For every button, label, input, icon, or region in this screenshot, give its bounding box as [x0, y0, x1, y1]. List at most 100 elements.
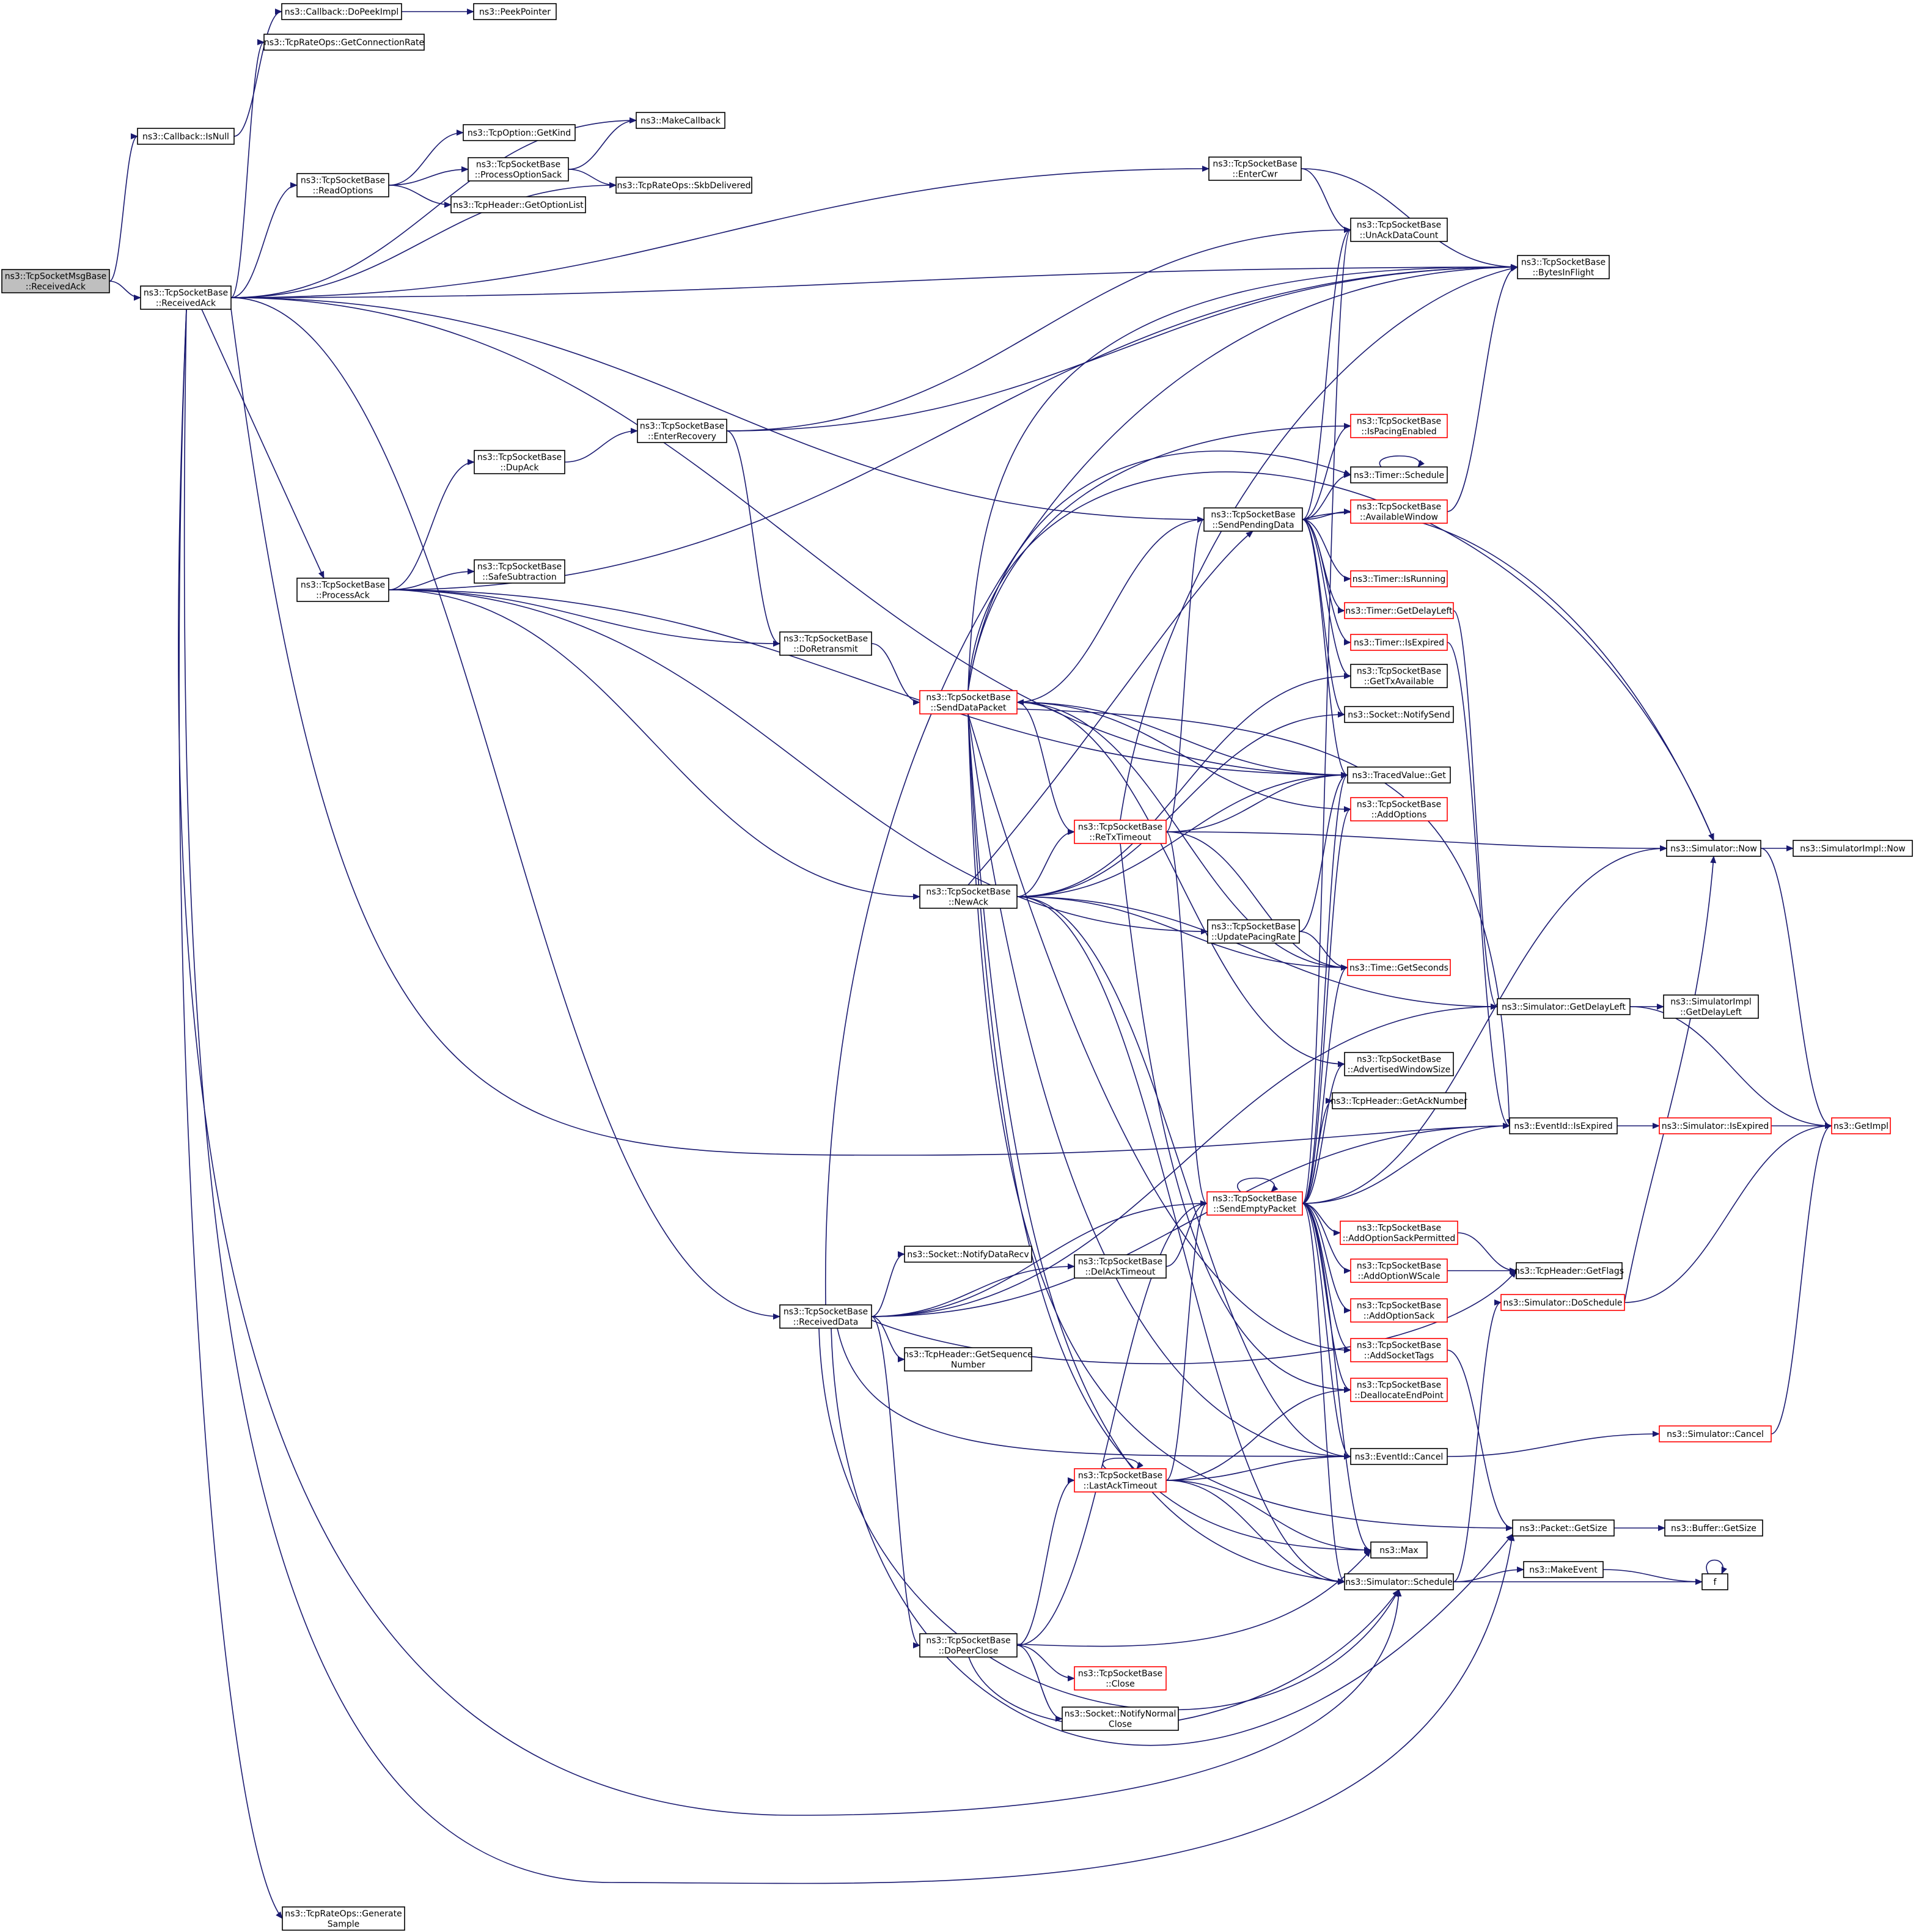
node-skb-delivered[interactable]: ns3::TcpRateOps::SkbDelivered: [615, 177, 752, 194]
call-edge-newAck-to-simGetDelayLeft: [1016, 896, 1498, 1010]
node-sim-is-expired[interactable]: ns3::Simulator::IsExpired: [1659, 1117, 1772, 1134]
node-label-line: ::GetTxAvailable: [1364, 677, 1434, 687]
node-dup-ack[interactable]: ns3::TcpSocketBase::DupAck: [474, 450, 565, 474]
node-get-conn-rate[interactable]: ns3::TcpRateOps::GetConnectionRate: [263, 34, 425, 51]
node-is-pacing-enabled[interactable]: ns3::TcpSocketBase::IsPacingEnabled: [1350, 414, 1448, 438]
edge-path: [1299, 931, 1348, 971]
edge-path: [1016, 519, 1205, 705]
node-send-empty-packet[interactable]: ns3::TcpSocketBase::SendEmptyPacket: [1206, 1191, 1303, 1216]
edge-path: [564, 428, 638, 463]
node-label-line: ns3::TcpSocketBase: [1357, 1262, 1441, 1271]
node-get-flags[interactable]: ns3::TcpHeader::GetFlags: [1514, 1262, 1624, 1279]
node-get-tx-available[interactable]: ns3::TcpSocketBase::GetTxAvailable: [1350, 664, 1448, 688]
node-sim-schedule[interactable]: ns3::Simulator::Schedule: [1344, 1573, 1454, 1590]
node-f[interactable]: f: [1701, 1573, 1728, 1590]
node-do-retransmit[interactable]: ns3::TcpSocketBase::DoRetransmit: [779, 631, 872, 656]
node-make-event[interactable]: ns3::MakeEvent: [1523, 1561, 1604, 1578]
node-make-callback[interactable]: ns3::MakeCallback: [636, 112, 725, 129]
node-add-option-sack-permitted[interactable]: ns3::TcpSocketBase::AddOptionSackPermitt…: [1340, 1221, 1458, 1245]
call-edge-readOptions-to-getOptionList: [388, 185, 452, 208]
node-get-option-list[interactable]: ns3::TcpHeader::GetOptionList: [450, 196, 586, 213]
call-edge-sendPendingData-to-getTxAvailable: [1302, 519, 1351, 679]
edge-path: [818, 1328, 1400, 1711]
node-sim-now[interactable]: ns3::Simulator::Now: [1666, 840, 1761, 857]
node-get-ack-number[interactable]: ns3::TcpHeader::GetAckNumber: [1331, 1092, 1467, 1109]
node-enter-cwr[interactable]: ns3::TcpSocketBase::EnterCwr: [1208, 156, 1302, 181]
node-process-option-sack[interactable]: ns3::TcpSocketBase::ProcessOptionSack: [468, 157, 569, 182]
node-add-option-sack[interactable]: ns3::TcpSocketBase::AddOptionSack: [1350, 1298, 1448, 1323]
node-label-line: ::ProcessAck: [316, 591, 370, 601]
node-del-ack-timeout[interactable]: ns3::TcpSocketBase::DelAckTimeout: [1074, 1254, 1167, 1279]
node-timer-is-running[interactable]: ns3::Timer::IsRunning: [1350, 570, 1448, 587]
edge-path: [1302, 227, 1351, 520]
node-close[interactable]: ns3::TcpSocketBase::Close: [1074, 1666, 1167, 1691]
node-cb-is-null[interactable]: ns3::Callback::IsNull: [137, 128, 235, 145]
node-root[interactable]: ns3::TcpSocketMsgBase::ReceivedAck: [1, 269, 110, 293]
node-label-line: ::UnAckDataCount: [1360, 231, 1439, 241]
node-box: [1344, 602, 1454, 619]
node-time-get-seconds[interactable]: ns3::Time::GetSeconds: [1347, 959, 1451, 976]
node-sim-do-schedule[interactable]: ns3::Simulator::DoSchedule: [1500, 1294, 1625, 1311]
node-send-pending-data[interactable]: ns3::TcpSocketBase::SendPendingData: [1203, 507, 1303, 532]
node-add-socket-tags[interactable]: ns3::TcpSocketBase::AddSocketTags: [1350, 1338, 1448, 1362]
node-sim-impl-now[interactable]: ns3::SimulatorImpl::Now: [1793, 840, 1913, 857]
node-event-id-is-expired[interactable]: ns3::EventId::IsExpired: [1509, 1117, 1618, 1134]
node-buffer-get-size[interactable]: ns3::Buffer::GetSize: [1664, 1519, 1763, 1537]
node-label-line: ns3::Buffer::GetSize: [1671, 1524, 1756, 1533]
node-received-data[interactable]: ns3::TcpSocketBase::ReceivedData: [779, 1304, 872, 1329]
node-available-window[interactable]: ns3::TcpSocketBase::AvailableWindow: [1350, 499, 1448, 524]
node-deallocate-end-point[interactable]: ns3::TcpSocketBase::DeallocateEndPoint: [1350, 1378, 1448, 1402]
node-peek-pointer[interactable]: ns3::PeekPointer: [473, 3, 557, 20]
node-process-ack[interactable]: ns3::TcpSocketBase::ProcessAck: [296, 578, 389, 602]
edge-path: [1302, 1203, 1351, 1313]
node-timer-schedule[interactable]: ns3::Timer::Schedule: [1350, 466, 1448, 483]
edge-path: [968, 1589, 1400, 1727]
node-add-option-w-scale[interactable]: ns3::TcpSocketBase::AddOptionWScale: [1350, 1258, 1448, 1283]
node-box: [779, 631, 872, 656]
edge-path: [871, 1270, 1517, 1365]
node-traced-value-get[interactable]: ns3::TracedValue::Get: [1347, 766, 1451, 784]
node-received-ack[interactable]: ns3::TcpSocketBase::ReceivedAck: [140, 285, 232, 310]
edge-path: [1302, 1123, 1510, 1204]
call-edge-sendEmptyPacket-to-addOptionSack: [1302, 1203, 1351, 1313]
call-edge-receivedData-to-eventIdCancel: [837, 1328, 1351, 1460]
node-get-impl[interactable]: ns3::GetImpl: [1831, 1117, 1891, 1134]
node-label-line: ns3::Timer::IsExpired: [1354, 638, 1444, 648]
node-timer-is-expired[interactable]: ns3::Timer::IsExpired: [1350, 634, 1448, 651]
node-advertised-window-size[interactable]: ns3::TcpSocketBase::AdvertisedWindowSize: [1344, 1052, 1454, 1076]
node-do-peer-close[interactable]: ns3::TcpSocketBase::DoPeerClose: [919, 1633, 1018, 1658]
node-box: [1350, 1298, 1448, 1323]
node-notify-send[interactable]: ns3::Socket::NotifySend: [1344, 706, 1454, 723]
call-edge-lastAckTimeout-to-lastAckTimeout: [1102, 1458, 1143, 1469]
node-packet-get-size[interactable]: ns3::Packet::GetSize: [1512, 1519, 1615, 1537]
node-label-line: ::DupAck: [500, 463, 539, 473]
call-edge-sendDataPacket-to-reTxTimeout: [1016, 702, 1075, 835]
node-read-options[interactable]: ns3::TcpSocketBase::ReadOptions: [296, 173, 389, 197]
call-edge-readOptions-to-optGetKind: [388, 130, 464, 186]
node-sim-get-delay-left[interactable]: ns3::Simulator::GetDelayLeft: [1497, 998, 1631, 1015]
node-safe-subtraction[interactable]: ns3::TcpSocketBase::SafeSubtraction: [474, 559, 565, 584]
node-label-line: ::ReceivedAck: [26, 282, 86, 292]
node-update-pacing-rate[interactable]: ns3::TcpSocketBase::UpdatePacingRate: [1207, 919, 1300, 944]
node-timer-get-delay-left[interactable]: ns3::Timer::GetDelayLeft: [1344, 602, 1454, 619]
node-notify-data-recv[interactable]: ns3::Socket::NotifyDataRecv: [904, 1246, 1032, 1263]
call-edge-simCancel-to-getImpl: [1771, 1123, 1832, 1434]
node-last-ack-timeout[interactable]: ns3::TcpSocketBase::LastAckTimeout: [1074, 1468, 1167, 1493]
node-add-options[interactable]: ns3::TcpSocketBase::AddOptions: [1350, 797, 1448, 821]
node-sim-cancel[interactable]: ns3::Simulator::Cancel: [1659, 1425, 1772, 1442]
node-send-data-packet[interactable]: ns3::TcpSocketBase::SendDataPacket: [919, 690, 1018, 714]
node-sim-impl-get-delay-left[interactable]: ns3::SimulatorImpl::GetDelayLeft: [1663, 994, 1759, 1019]
node-cb-do-peek-impl[interactable]: ns3::Callback::DoPeekImpl: [281, 3, 402, 20]
node-new-ack[interactable]: ns3::TcpSocketBase::NewAck: [919, 884, 1018, 909]
node-event-id-cancel[interactable]: ns3::EventId::Cancel: [1350, 1448, 1448, 1465]
node-un-ack-data-count[interactable]: ns3::TcpSocketBase::UnAckDataCount: [1350, 218, 1448, 242]
node-enter-recovery[interactable]: ns3::TcpSocketBase::EnterRecovery: [637, 419, 727, 443]
node-re-tx-timeout[interactable]: ns3::TcpSocketBase::ReTxTimeout: [1074, 820, 1167, 844]
node-bytes-in-flight[interactable]: ns3::TcpSocketBase::BytesInFlight: [1517, 255, 1610, 279]
node-label-line: ::Close: [1106, 1680, 1135, 1689]
node-max[interactable]: ns3::Max: [1370, 1541, 1428, 1559]
node-opt-get-kind[interactable]: ns3::TcpOption::GetKind: [463, 124, 576, 141]
